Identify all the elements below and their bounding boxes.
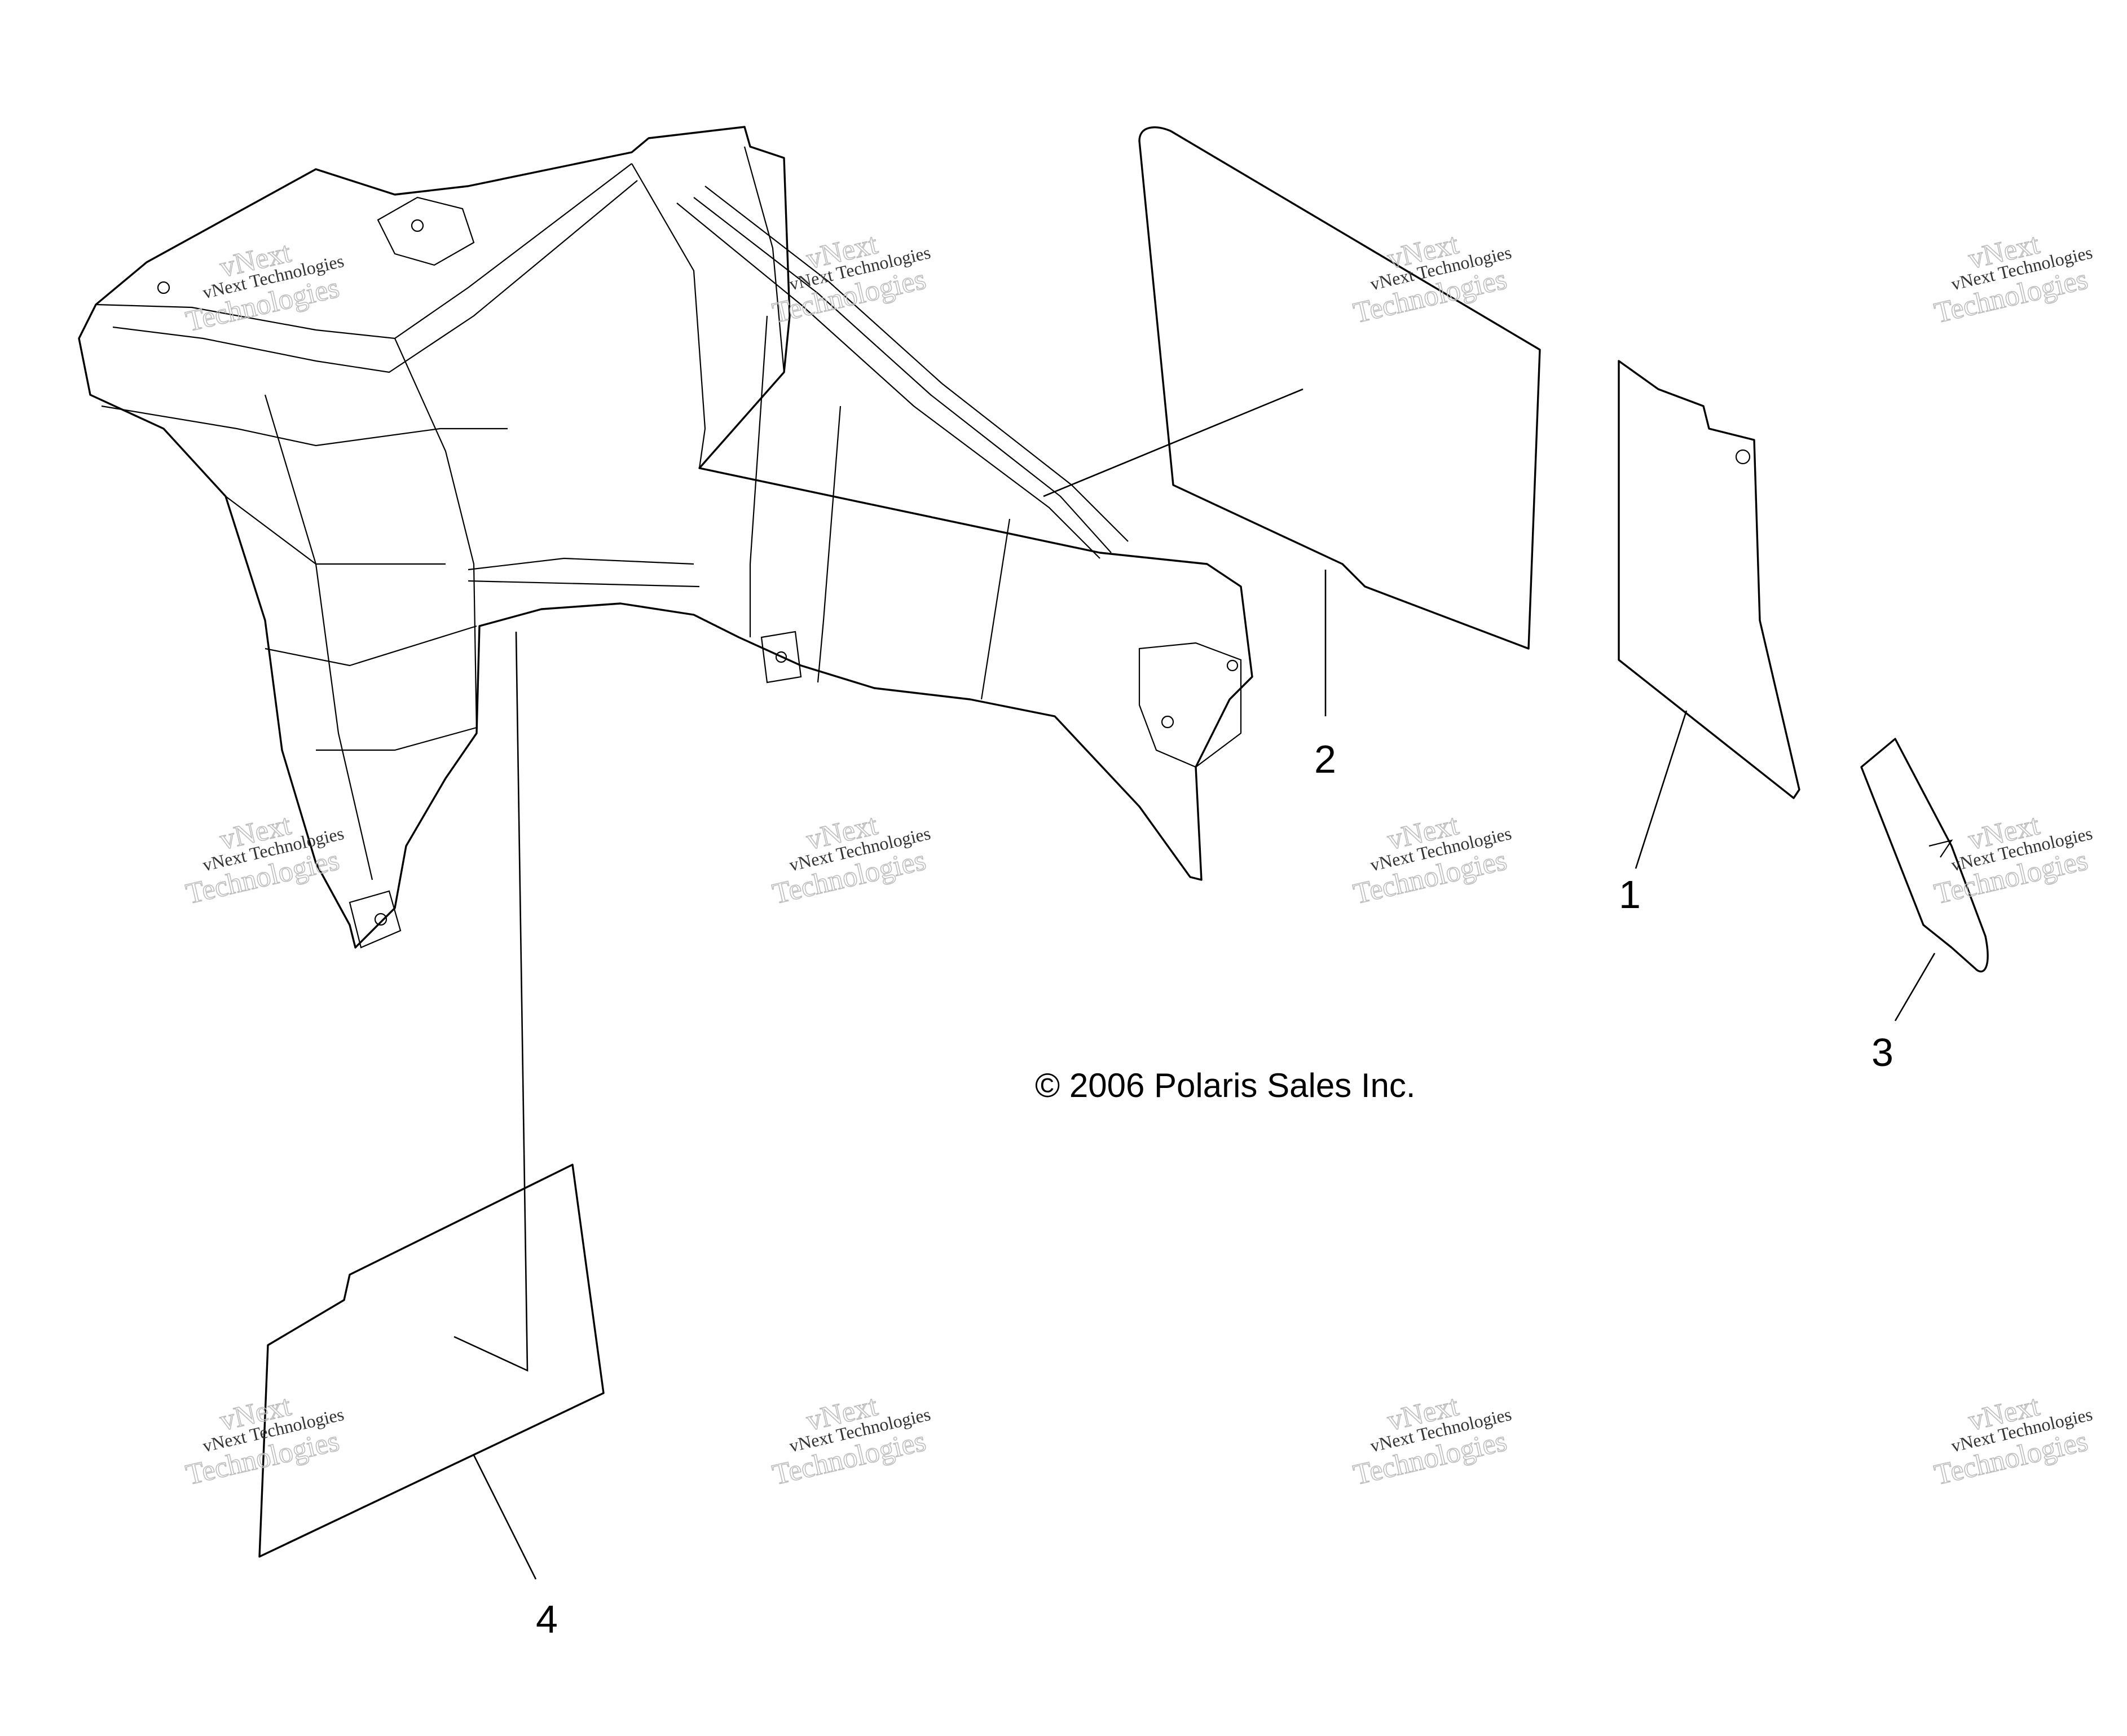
panel-tab-hole-4 bbox=[775, 651, 787, 663]
leader-part-1 bbox=[1635, 710, 1688, 869]
watermark: vNext vNext Technologies Technologies bbox=[1350, 808, 1513, 911]
panel-rail-2 bbox=[704, 186, 1129, 542]
side-panel-outline bbox=[78, 126, 1253, 949]
watermark: vNext vNext Technologies Technologies bbox=[1350, 1389, 1513, 1492]
panel-rib-1 bbox=[112, 180, 638, 373]
panel-band-6 bbox=[468, 580, 700, 588]
panel-seam-4 bbox=[743, 146, 785, 373]
panel-seam-5 bbox=[749, 315, 768, 637]
panel-band-1 bbox=[101, 405, 508, 447]
panel-tab-hole-6 bbox=[1161, 715, 1174, 729]
panel-seam-2 bbox=[394, 338, 478, 734]
panel-seam-6 bbox=[817, 406, 842, 683]
leader-lines bbox=[453, 388, 1936, 1580]
callout-3: 3 bbox=[1871, 1030, 1893, 1074]
panel-tab-hole-1 bbox=[157, 281, 170, 294]
part-3-strip bbox=[1860, 738, 1989, 973]
watermark: vNext vNext Technologies Technologies bbox=[183, 1389, 346, 1492]
leader-part-3 bbox=[1894, 953, 1936, 1021]
callout-1: 1 bbox=[1619, 873, 1641, 917]
part-4-outline bbox=[258, 1164, 605, 1558]
panel-rail-1 bbox=[693, 197, 1112, 553]
leader-part-2-upper bbox=[1043, 388, 1303, 497]
callout-2: 2 bbox=[1314, 737, 1336, 781]
part-1-outline bbox=[1618, 360, 1800, 799]
part-3-outline bbox=[1860, 738, 1989, 973]
panel-seam-7 bbox=[980, 518, 1011, 700]
panel-band-5 bbox=[468, 557, 694, 571]
panel-seam-3 bbox=[631, 163, 706, 469]
part-1-sheet bbox=[1618, 360, 1800, 799]
panel-tab-hole-2 bbox=[411, 219, 424, 232]
panel-rail-3 bbox=[676, 202, 1100, 559]
panel-tab-mid bbox=[760, 631, 802, 684]
panel-tab-top bbox=[377, 196, 475, 266]
panel-tab-hole-5 bbox=[1226, 659, 1239, 672]
panel-seam-1 bbox=[264, 394, 373, 880]
part-1-hole bbox=[1735, 449, 1751, 465]
panel-bracket-right bbox=[1138, 642, 1242, 768]
side-panel-assembly bbox=[78, 126, 1253, 949]
watermark: vNext vNext Technologies Technologies bbox=[769, 1389, 932, 1492]
panel-band-2 bbox=[225, 496, 446, 565]
part-2-sheet bbox=[1138, 126, 1541, 650]
callout-labels: 2 1 3 4 bbox=[536, 737, 1893, 1641]
panel-tab-bottom bbox=[349, 890, 402, 949]
callout-4: 4 bbox=[536, 1597, 558, 1641]
panel-top-flange bbox=[95, 163, 632, 340]
panel-tab-hole-3 bbox=[374, 913, 387, 926]
part-3-hook bbox=[1928, 839, 1953, 858]
part-4-sheet bbox=[258, 1164, 605, 1558]
panel-band-3 bbox=[265, 625, 477, 667]
panel-band-4 bbox=[316, 726, 477, 751]
watermark: vNext vNext Technologies Technologies bbox=[1931, 227, 2094, 330]
watermark: vNext vNext Technologies Technologies bbox=[769, 808, 932, 911]
part-2-outline bbox=[1138, 126, 1541, 650]
leader-panel-to-4 bbox=[453, 631, 529, 1372]
watermark: vNext vNext Technologies Technologies bbox=[1931, 1389, 2094, 1492]
copyright-notice: © 2006 Polaris Sales Inc. bbox=[1035, 1067, 1416, 1104]
leader-part-4 bbox=[473, 1455, 537, 1580]
